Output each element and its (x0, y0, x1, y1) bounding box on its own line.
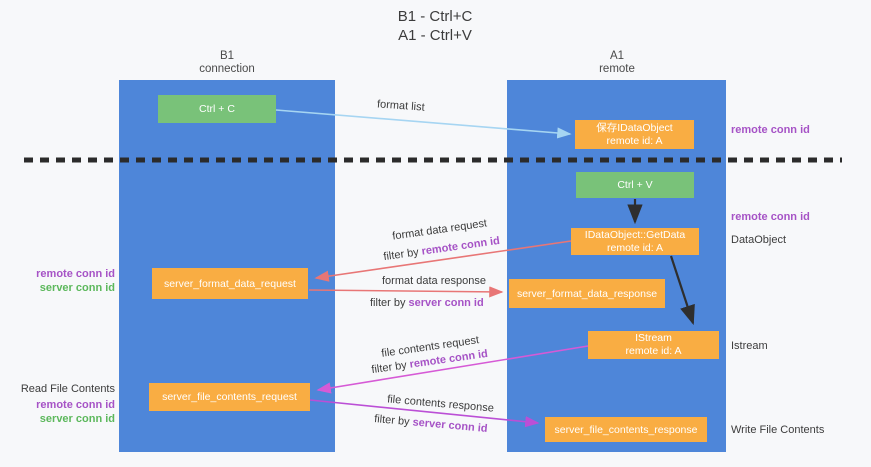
remote-conn-id-side-label-mid: remote conn id (731, 211, 810, 223)
format-data-response-arrow-label: format data response (382, 275, 486, 287)
istream-box: IStream remote id: A (588, 331, 719, 359)
saved-dataobject-line1: 保存IDataObject (596, 121, 673, 134)
file-contents-response-arrow (309, 399, 540, 428)
format-data-response-arrow (308, 286, 504, 298)
right-column-name: A1 (609, 50, 625, 62)
filter-by-server-conn-id-label-1: filter by server conn id (370, 297, 484, 309)
server-file-contents-response-label: server_file_contents_response (554, 423, 698, 436)
getdata-line2: remote id: A (606, 241, 664, 254)
right-column-subtitle: remote (599, 63, 635, 75)
ctrl-c-box: Ctrl + C (158, 95, 276, 123)
server-conn-id-side-label-left-2: server conn id (39, 413, 115, 425)
format-list-arrow (275, 109, 572, 139)
ctrl-v-label: Ctrl + V (617, 179, 653, 191)
title-line-2: A1 - Ctrl+V (398, 27, 472, 44)
ctrl-v-box: Ctrl + V (576, 172, 694, 198)
server-file-contents-response-box: server_file_contents_response (545, 417, 707, 442)
dataobject-side-label: DataObject (731, 234, 787, 246)
ctrl-c-label: Ctrl + C (199, 103, 235, 115)
remote-conn-id-side-label-left-2: remote conn id (36, 399, 115, 411)
server-format-data-request-box: server_format_data_request (152, 268, 308, 299)
server-file-contents-request-label: server_file_contents_request (162, 391, 297, 403)
istream-line2: remote id: A (625, 345, 682, 357)
saved-dataobject-line2: remote id: A (606, 134, 663, 147)
remote-conn-id-side-label-left-1: remote conn id (36, 268, 115, 280)
istream-side-label: Istream (731, 340, 768, 352)
server-conn-id-text: server conn id (408, 297, 484, 309)
read-file-contents-label: Read File Contents (20, 383, 115, 395)
left-column-header: B1 connection (147, 50, 307, 76)
file-contents-request-arrow (316, 345, 589, 394)
format-data-request-arrow (314, 240, 572, 282)
write-file-contents-label: Write File Contents (731, 424, 825, 436)
left-column-name: B1 (219, 50, 235, 62)
server-format-data-request-label: server_format_data_request (164, 277, 296, 290)
filter-by-prefix: filter by (370, 297, 409, 309)
server-format-data-response-label: server_format_data_response (516, 287, 658, 300)
right-column-header: A1 remote (537, 50, 697, 76)
saved-dataobject-box: 保存IDataObject remote id: A (575, 120, 694, 149)
server-conn-id-side-label-left-1: server conn id (39, 282, 115, 294)
diagram-title: B1 - Ctrl+C A1 - Ctrl+V (330, 7, 540, 45)
left-column-subtitle: connection (199, 63, 255, 75)
getdata-box: IDataObject::GetData remote id: A (571, 228, 699, 255)
getdata-to-istream-arrow (669, 255, 695, 326)
title-line-1: B1 - Ctrl+C (397, 8, 473, 25)
server-file-contents-request-box: server_file_contents_request (149, 383, 310, 411)
server-format-data-response-box: server_format_data_response (509, 279, 665, 308)
getdata-line1: IDataObject::GetData (584, 228, 686, 241)
remote-conn-id-side-label-top: remote conn id (731, 124, 810, 136)
istream-line1: IStream (635, 332, 672, 344)
